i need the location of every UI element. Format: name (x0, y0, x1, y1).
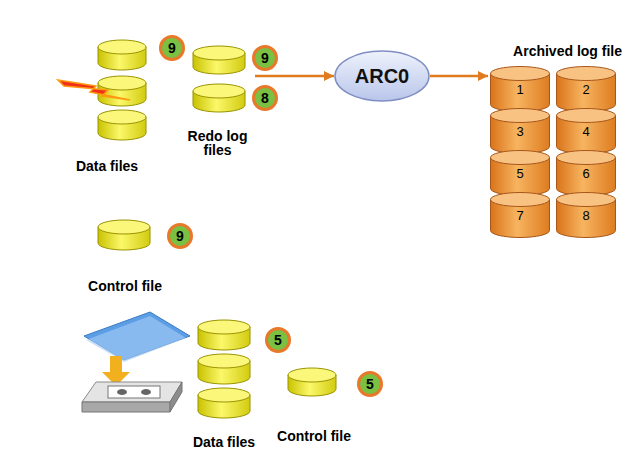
file-group: Data files (184, 314, 264, 450)
log-number: 4 (556, 125, 616, 139)
disk-cylinder (198, 388, 250, 418)
disk-cylinder (193, 46, 245, 74)
archived-log: 7 (490, 192, 550, 238)
callout-number: 5 (357, 371, 383, 397)
file-group: Archived log file 12 34 56 78 (488, 44, 620, 236)
file-group: Data files (57, 34, 157, 174)
callout-number: 9 (167, 223, 193, 249)
group-label: Redo log files (180, 129, 255, 158)
callout-number: 8 (252, 85, 278, 111)
log-number: 7 (490, 209, 550, 223)
log-number: 8 (556, 209, 616, 223)
log-number: 6 (556, 167, 616, 181)
group-label: Control file (88, 279, 162, 294)
process-name: ARC0 (355, 66, 409, 87)
disk-cylinder (193, 84, 245, 112)
log-number: 1 (490, 83, 550, 97)
disk-cylinder (198, 354, 250, 384)
disk-cylinder (198, 320, 250, 350)
log-number: 3 (490, 125, 550, 139)
archived-log: 6 (556, 150, 616, 196)
archived-log: 2 (556, 66, 616, 112)
process-ellipse: ARC0 (334, 50, 430, 102)
file-group: Redo log files (180, 40, 255, 158)
disk-cylinder (288, 368, 336, 396)
disk-cylinder (98, 110, 146, 140)
archived-log: 3 (490, 108, 550, 154)
failure-bolt (58, 80, 130, 100)
file-group: Control file (276, 362, 352, 444)
callout-number: 5 (265, 327, 291, 353)
file-group: Control file (88, 214, 162, 294)
archived-log: 1 (490, 66, 550, 112)
group-label: Data files (184, 435, 264, 450)
log-number: 5 (490, 167, 550, 181)
callout-number: 9 (159, 35, 185, 61)
archived-log: 5 (490, 150, 550, 196)
flow-arrow (255, 75, 334, 78)
callout-number: 9 (252, 45, 278, 71)
group-label: Archived log file (513, 44, 622, 59)
log-number: 2 (556, 83, 616, 97)
archived-log: 8 (556, 192, 616, 238)
disk-cylinder (98, 40, 146, 70)
group-label: Control file (276, 429, 352, 444)
disk-cylinder (98, 220, 150, 250)
tape-backup (82, 312, 190, 412)
flow-arrow (430, 75, 488, 78)
group-label: Data files (57, 159, 157, 174)
archived-log: 4 (556, 108, 616, 154)
